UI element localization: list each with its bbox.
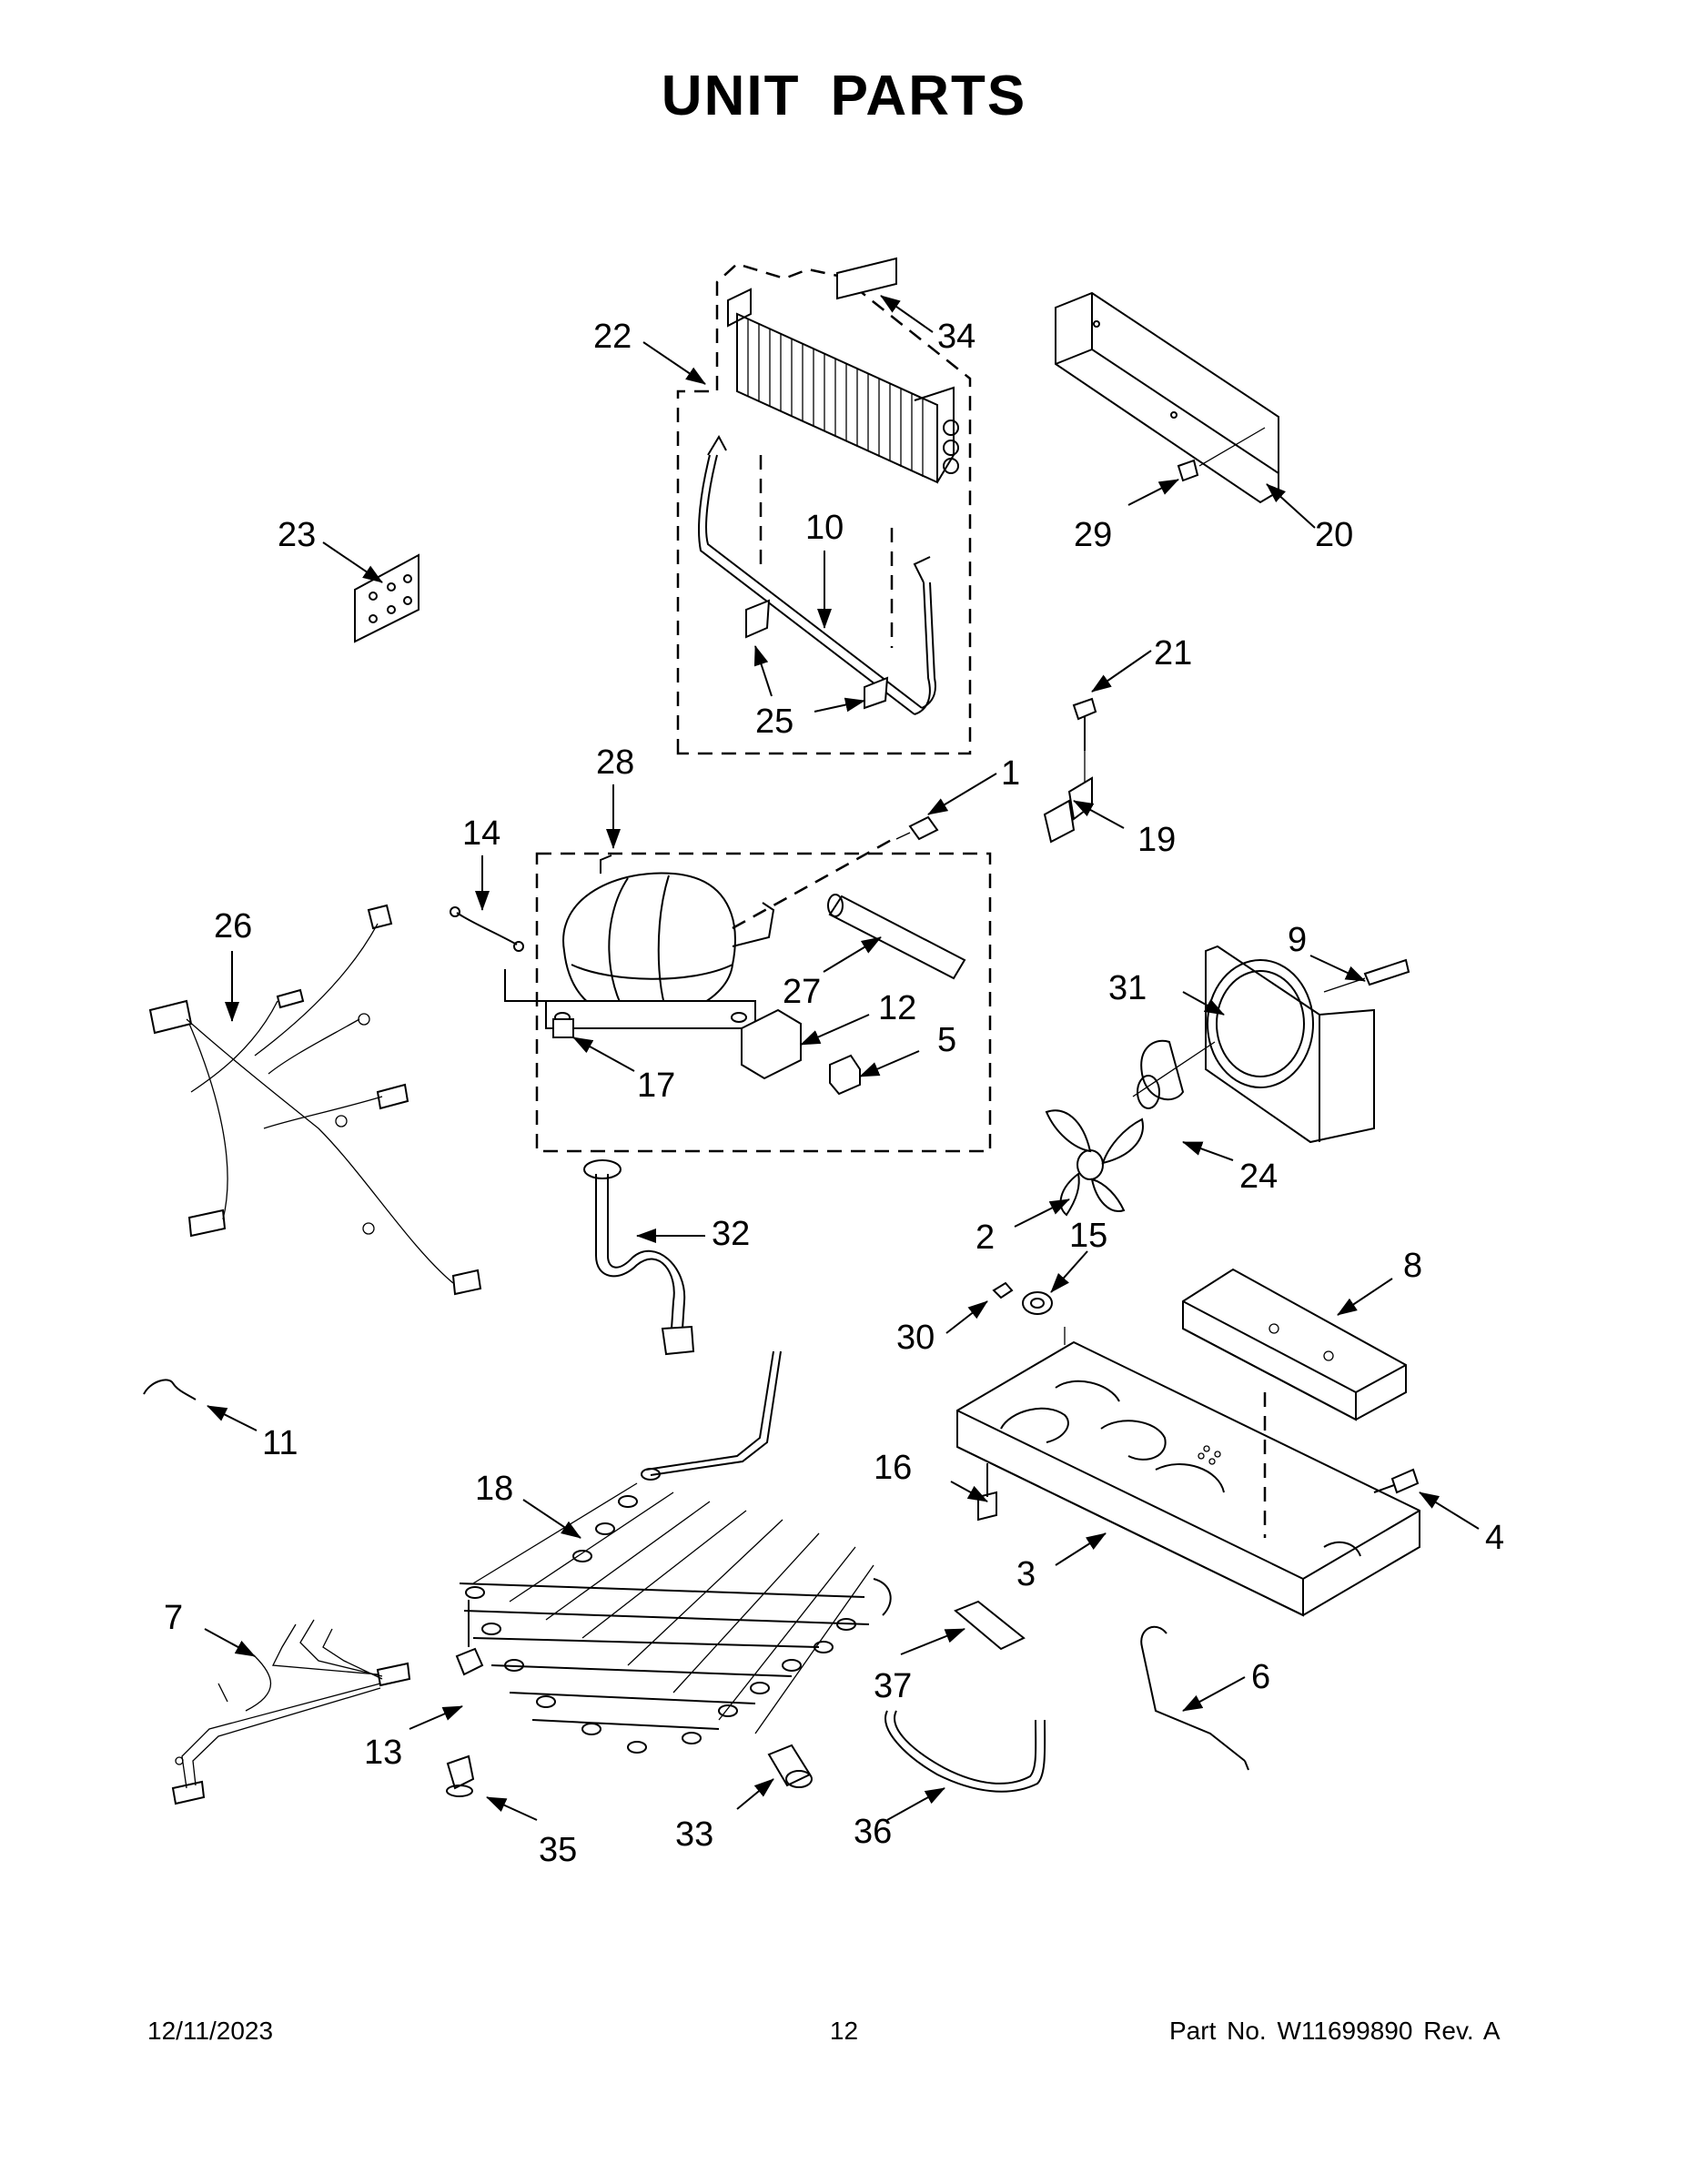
callout-36: 36 [854, 1813, 892, 1851]
overload-relay[interactable] [741, 1008, 802, 1080]
control-board[interactable] [354, 553, 419, 643]
insulation-pad[interactable] [836, 257, 897, 300]
callout-22: 22 [593, 318, 632, 356]
callout-labels: 22 34 20 29 23 10 25 21 19 1 28 14 26 27… [164, 318, 1504, 1869]
callout-20: 20 [1315, 516, 1353, 554]
bracket[interactable] [1043, 776, 1093, 844]
callout-6: 6 [1251, 1658, 1270, 1696]
condenser-assembly-group [676, 262, 972, 755]
callout-2: 2 [975, 1218, 995, 1257]
tube-connector[interactable] [895, 815, 939, 841]
leader-lines [204, 295, 1480, 1821]
condenser-support-2[interactable] [864, 676, 889, 710]
callout-9: 9 [1288, 921, 1307, 959]
fan-screw[interactable] [1323, 958, 1410, 993]
callout-4: 4 [1485, 1519, 1504, 1557]
heater-wire[interactable] [1140, 1625, 1249, 1771]
grommet[interactable] [552, 1018, 574, 1038]
callout-23: 23 [278, 516, 316, 554]
callout-1: 1 [1001, 754, 1020, 793]
fan-motor[interactable] [1132, 1039, 1216, 1109]
callout-10: 10 [805, 509, 844, 547]
callout-3: 3 [1016, 1555, 1036, 1593]
screw[interactable] [1072, 697, 1097, 783]
drain-hose[interactable] [884, 1710, 1046, 1793]
sensor-wire[interactable] [143, 1379, 197, 1400]
callout-19: 19 [1137, 821, 1176, 859]
drain-sleeve[interactable] [767, 1744, 813, 1788]
callout-16: 16 [874, 1449, 912, 1487]
callout-29: 29 [1074, 516, 1112, 554]
filter-drier[interactable] [827, 894, 966, 980]
callout-8: 8 [1403, 1247, 1422, 1285]
pan-grommet[interactable] [1022, 1291, 1053, 1315]
callout-31: 31 [1108, 969, 1147, 1007]
callout-18: 18 [475, 1470, 513, 1508]
condenser-tube[interactable] [698, 434, 936, 715]
start-device[interactable] [829, 1054, 861, 1096]
callout-27: 27 [783, 973, 821, 1011]
callout-5: 5 [937, 1021, 956, 1059]
callout-17: 17 [637, 1067, 675, 1105]
tube-sleeve[interactable] [954, 1600, 1026, 1651]
callout-12: 12 [878, 989, 916, 1027]
callout-33: 33 [675, 1815, 713, 1854]
wire-harness[interactable] [148, 904, 482, 1296]
ground-wire[interactable] [450, 906, 524, 952]
defrost-thermostat[interactable] [446, 1754, 475, 1797]
mount-screw[interactable] [977, 1463, 997, 1522]
evaporator[interactable] [459, 1350, 892, 1754]
drain-tube[interactable] [583, 1159, 695, 1356]
fan-blade[interactable] [1045, 1109, 1144, 1217]
callout-32: 32 [712, 1215, 750, 1253]
callout-13: 13 [364, 1734, 402, 1772]
callout-35: 35 [539, 1831, 577, 1869]
callout-15: 15 [1069, 1217, 1107, 1255]
defrost-clip[interactable] [455, 1647, 484, 1676]
compressor[interactable] [545, 854, 775, 1029]
heater-harness[interactable] [171, 1619, 411, 1805]
callout-11: 11 [262, 1424, 298, 1462]
callout-14: 14 [462, 814, 500, 853]
footer-date: 12/11/2023 [147, 2017, 274, 2045]
electronic-tray[interactable] [1182, 1268, 1407, 1421]
callout-24: 24 [1239, 1158, 1278, 1196]
callout-34: 34 [937, 318, 975, 356]
condenser-support[interactable] [745, 599, 771, 639]
condenser-coil[interactable] [727, 288, 959, 484]
callout-7: 7 [164, 1599, 183, 1637]
footer-page-number: 12 [829, 2017, 859, 2045]
callout-37: 37 [874, 1667, 912, 1705]
base-screw[interactable] [1373, 1468, 1420, 1494]
callout-26: 26 [214, 907, 252, 945]
fan-shroud[interactable] [1205, 945, 1375, 1144]
compressor-assembly-group [535, 852, 992, 1153]
clip[interactable] [1177, 459, 1199, 482]
footer-part-number: Part No. W11699890 Rev. A [1169, 2017, 1501, 2045]
callout-30: 30 [896, 1319, 935, 1357]
pin[interactable] [992, 1281, 1014, 1299]
callout-25: 25 [755, 703, 793, 741]
base-pan[interactable] [956, 1340, 1420, 1617]
page-title: UNIT PARTS [661, 65, 1027, 127]
callout-28: 28 [596, 743, 634, 782]
callout-21: 21 [1154, 634, 1192, 672]
cover-duct[interactable] [1055, 291, 1279, 504]
